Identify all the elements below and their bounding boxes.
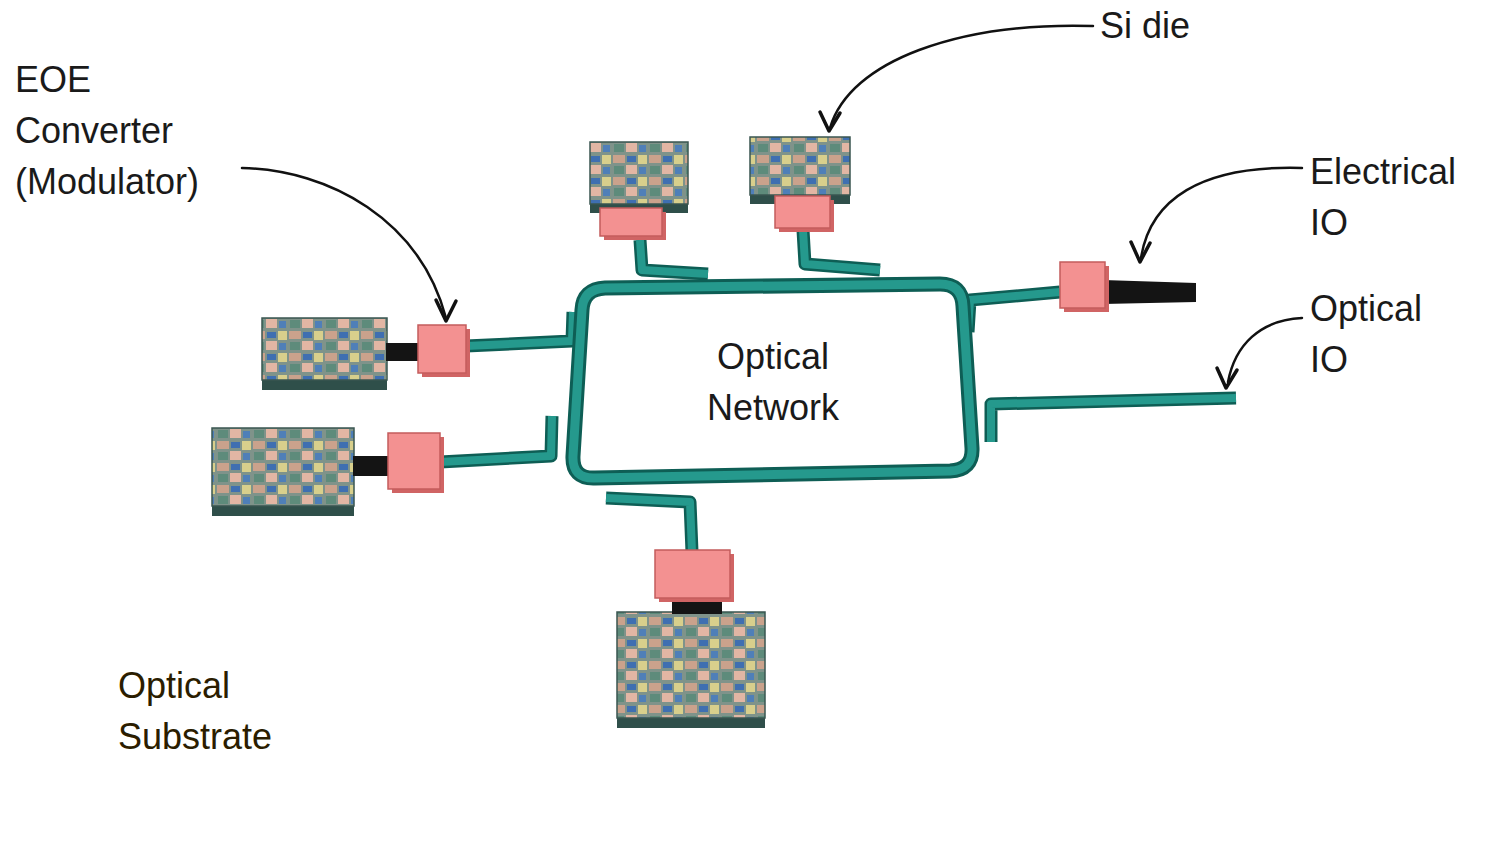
electrical-io-wire [1103, 280, 1196, 304]
label-slot: Electrical IO [1310, 146, 1490, 248]
si-die [617, 612, 765, 718]
text-slot: Optical Network [663, 331, 883, 433]
text-slot: Optical Substrate [118, 660, 323, 762]
node-text: Optical Network [663, 331, 883, 433]
leader-line [242, 168, 446, 318]
ring-waveguide [573, 284, 972, 478]
label-slot: EOE Converter (Modulator) [15, 54, 237, 207]
waveguide-edge [440, 230, 1236, 552]
leader-line [830, 26, 1093, 128]
node-text: Optical Substrate [118, 660, 323, 762]
leader-arrowhead [436, 300, 456, 321]
eoe-modulator [655, 550, 730, 598]
eoe-modulator [1060, 262, 1105, 308]
waveguide [440, 230, 1236, 552]
label-slot: Optical IO [1310, 283, 1450, 385]
leader-arrowhead [1217, 368, 1237, 388]
leader-lines [242, 26, 1302, 388]
eoe-modulator [418, 325, 466, 373]
electrical-link [353, 456, 390, 476]
si-die [590, 142, 688, 204]
optical-network-ring: Optical Network [560, 270, 985, 490]
si-die [212, 428, 354, 506]
label-slot: Si die [1100, 0, 1190, 51]
optical-network-ring-outline [560, 270, 985, 490]
eoe-modulator [600, 208, 662, 236]
electrical-links [353, 280, 1196, 614]
callout-label: EOE Converter (Modulator) [15, 54, 237, 207]
substrate-front-face [20, 790, 1382, 845]
callout-label: Optical IO [1310, 283, 1450, 385]
si-die [262, 318, 387, 380]
electrical-link [386, 343, 420, 361]
leader-arrowhead [1131, 242, 1150, 262]
callout-label: Electrical IO [1310, 146, 1490, 248]
callout-label: Si die [1100, 0, 1190, 51]
leader-line [1228, 318, 1302, 382]
leader-arrowhead [820, 112, 840, 131]
substrate-top-face [20, 115, 1372, 800]
ring-waveguide-edge [573, 284, 972, 478]
si-die [750, 137, 850, 195]
leader-line [1141, 168, 1302, 258]
eoe-modulator [388, 433, 440, 489]
waveguides [440, 230, 1236, 552]
eoe-modulator [775, 196, 830, 228]
si-dies [212, 137, 850, 728]
eoe-converters [388, 196, 1109, 602]
